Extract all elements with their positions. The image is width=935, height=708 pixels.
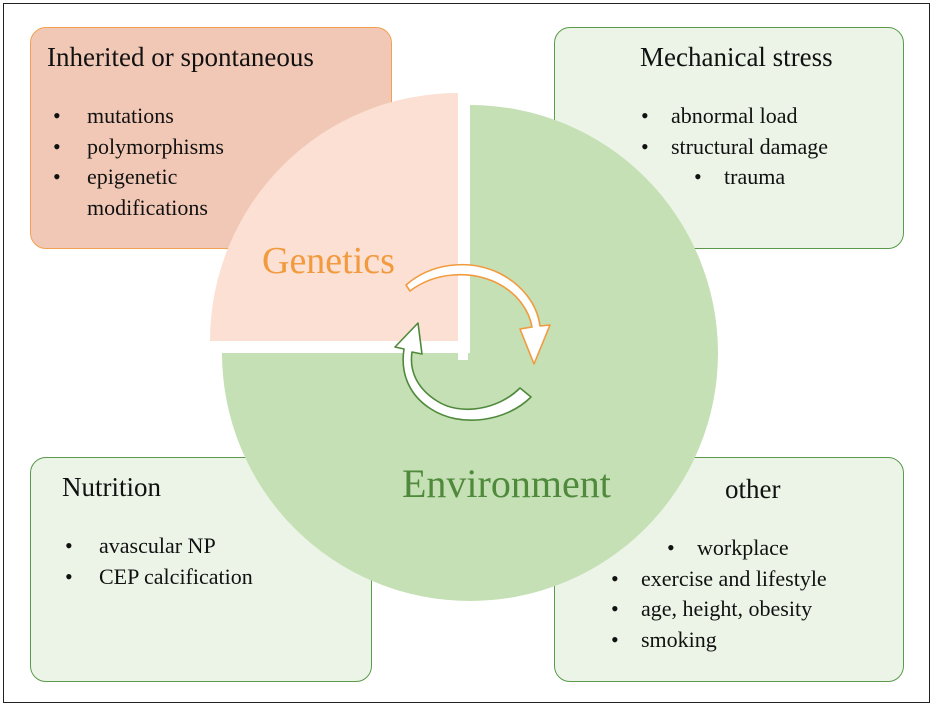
sector-gap-vertical bbox=[458, 95, 468, 360]
mechanical-list: abnormal load structural damage trauma bbox=[641, 101, 828, 193]
list-item: epigenetic modifications bbox=[49, 162, 237, 223]
nutrition-title: Nutrition bbox=[62, 472, 161, 502]
list-item: avascular NP bbox=[61, 531, 253, 562]
other-title: other bbox=[725, 474, 781, 504]
mechanical-title: Mechanical stress bbox=[640, 42, 833, 72]
inherited-box: Inherited or spontaneous mutations polym… bbox=[30, 27, 392, 249]
green-cycle-arrow-icon bbox=[394, 322, 532, 421]
list-item: CEP calcification bbox=[61, 562, 253, 593]
list-item: exercise and lifestyle bbox=[611, 564, 827, 595]
genetics-sector bbox=[210, 93, 458, 341]
list-item: abnormal load bbox=[641, 101, 828, 132]
nutrition-list: avascular NP CEP calcification bbox=[61, 531, 253, 592]
list-item: smoking bbox=[611, 625, 827, 656]
mechanical-stress-box: Mechanical stress abnormal load structur… bbox=[554, 27, 904, 249]
inherited-title: Inherited or spontaneous bbox=[47, 42, 314, 72]
list-item: trauma bbox=[694, 162, 828, 193]
environment-label: Environment bbox=[402, 461, 611, 506]
list-item: mutations bbox=[49, 101, 237, 132]
list-item: workplace bbox=[667, 533, 827, 564]
orange-cycle-arrow-icon bbox=[405, 263, 551, 365]
list-item: age, height, obesity bbox=[611, 594, 827, 625]
list-item: structural damage bbox=[641, 132, 828, 163]
list-item: polymorphisms bbox=[49, 132, 237, 163]
inherited-list: mutations polymorphisms epigenetic modif… bbox=[49, 101, 237, 223]
sector-gap-horizontal bbox=[210, 341, 468, 351]
environment-sector bbox=[222, 105, 718, 601]
genetics-label: Genetics bbox=[262, 240, 395, 282]
other-list: workplace exercise and lifestyle age, he… bbox=[611, 533, 827, 655]
nutrition-box: Nutrition avascular NP CEP calcification bbox=[30, 457, 372, 682]
